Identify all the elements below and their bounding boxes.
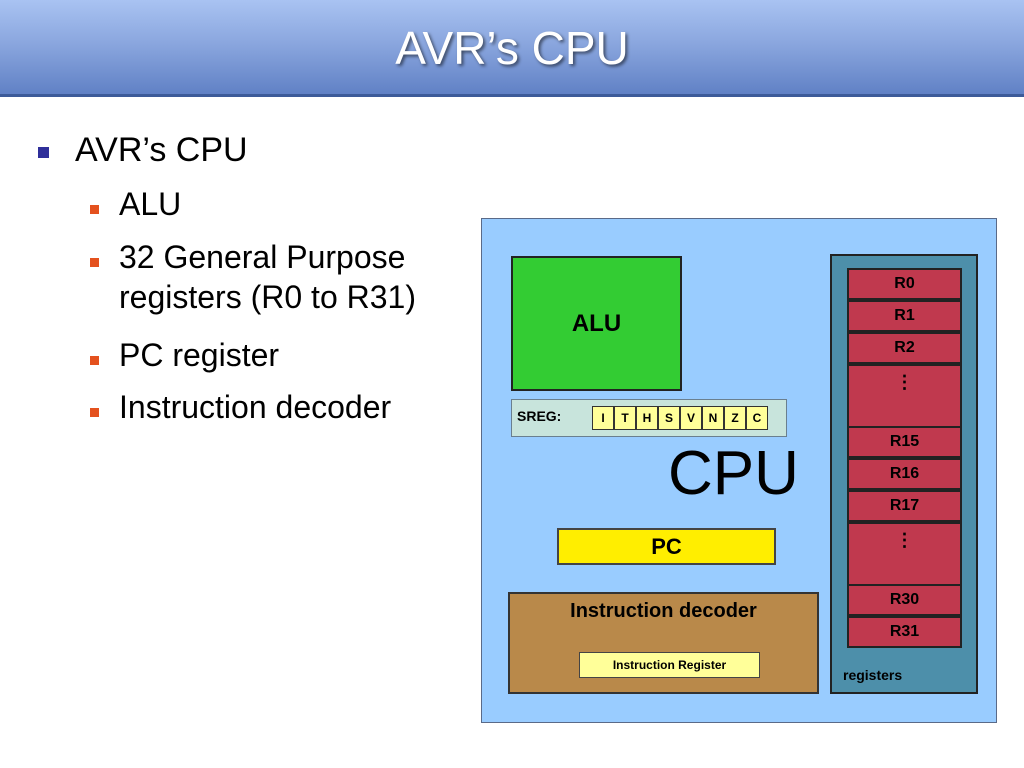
sub-bullet-pc: PC register <box>119 337 280 373</box>
sreg-flag: C <box>746 406 768 430</box>
register-cell: R1 <box>847 300 962 332</box>
sub-bullet-square-icon <box>90 356 99 365</box>
instruction-decoder-block: Instruction decoder Instruction Register <box>508 592 819 694</box>
register-ellipsis: ⋮ <box>847 522 962 586</box>
sreg-flag: V <box>680 406 702 430</box>
register-cell: R30 <box>847 584 962 616</box>
registers-caption: registers <box>843 667 903 683</box>
register-cell: R0 <box>847 268 962 300</box>
alu-block: ALU <box>511 256 682 391</box>
title-bar: AVR’s CPU <box>0 0 1024 97</box>
register-cell: R31 <box>847 616 962 648</box>
sub-bullet-square-icon <box>90 408 99 417</box>
sub-bullet-alu: ALU <box>119 186 182 222</box>
instruction-decoder-label: Instruction decoder <box>570 600 757 622</box>
register-cell: R17 <box>847 490 962 522</box>
sub-bullet-square-icon <box>90 258 99 267</box>
cpu-diagram: ALU SREG: I T H S V N Z C CPU PC Instruc… <box>481 218 997 723</box>
sreg-flag: I <box>592 406 614 430</box>
cpu-label: CPU <box>668 439 799 508</box>
sub-bullet-registers: 32 General Purpose registers (R0 to R31) <box>119 239 416 315</box>
register-cell: R2 <box>847 332 962 364</box>
register-cell: R16 <box>847 458 962 490</box>
sreg-block: SREG: I T H S V N Z C <box>511 399 787 437</box>
sreg-flag: N <box>702 406 724 430</box>
sreg-flag: T <box>614 406 636 430</box>
sub-bullet-decoder: Instruction decoder <box>119 389 392 425</box>
sub-bullet-square-icon <box>90 205 99 214</box>
sreg-flag: S <box>658 406 680 430</box>
alu-label: ALU <box>571 309 622 337</box>
bullet-square-icon <box>38 147 49 158</box>
register-file: R0 R1 R2 ⋮ R15 R16 R17 ⋮ R30 R31 registe… <box>830 254 978 694</box>
sreg-flag: Z <box>724 406 746 430</box>
instruction-register-block: Instruction Register <box>579 652 760 678</box>
sreg-label: SREG: <box>517 408 562 424</box>
sreg-flag: H <box>636 406 658 430</box>
title-divider <box>0 94 1024 97</box>
bullet-main: AVR’s CPU <box>75 131 248 169</box>
slide-title: AVR’s CPU <box>395 22 629 74</box>
register-ellipsis: ⋮ <box>847 364 962 428</box>
pc-block: PC <box>557 528 776 565</box>
register-cell: R15 <box>847 426 962 458</box>
